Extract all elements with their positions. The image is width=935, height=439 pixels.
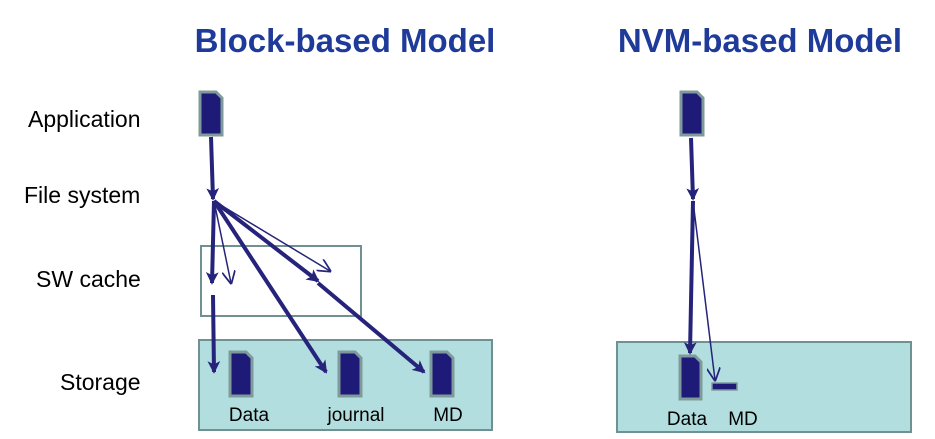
arrow-nvm-fs-to-data: [683, 200, 697, 355]
arrow-cache-to-md: [316, 281, 426, 374]
nvm-model-arrows: [683, 137, 715, 380]
nvm-application-document-icon: [679, 90, 705, 137]
block-md-label: MD: [433, 405, 463, 426]
block-model-title: Block-based Model: [195, 22, 496, 59]
application-layer-label: Application: [28, 106, 141, 132]
arrow-nvm-app-to-fs: [686, 137, 700, 201]
arrow-cache-to-data: [207, 294, 221, 374]
block-application-document-icon: [198, 90, 224, 137]
block-data-document-icon: [228, 350, 254, 398]
nvm-md-block-icon: [711, 382, 738, 391]
arrow-fs-to-cache-md: [212, 199, 320, 283]
arrow-fs-to-cache-md-thin: [213, 200, 330, 271]
block-journal-document-icon: [337, 350, 363, 398]
nvm-data-label: Data: [667, 409, 708, 430]
arrow-fs-to-cache-thin: [213, 200, 231, 283]
sw-cache-layer-label: SW cache: [36, 266, 141, 292]
arrow-nvm-fs-to-md: [692, 200, 715, 380]
block-journal-label: journal: [326, 405, 384, 426]
sw-cache-box: [200, 245, 362, 317]
file-system-layer-label: File system: [24, 182, 140, 208]
arrow-fs-to-journal: [212, 199, 328, 374]
nvm-md-label: MD: [728, 409, 758, 430]
arrow-fs-to-cache-data: [205, 200, 219, 285]
nvm-model-title: NVM-based Model: [618, 22, 902, 59]
nvm-data-document-icon: [678, 354, 703, 401]
nvm-storage-box: [616, 341, 912, 433]
block-md-document-icon: [429, 350, 455, 398]
arrow-app-to-fs: [206, 136, 220, 201]
storage-layer-label: Storage: [60, 369, 141, 395]
block-model-arrows: [205, 136, 426, 374]
block-data-label: Data: [229, 405, 270, 426]
